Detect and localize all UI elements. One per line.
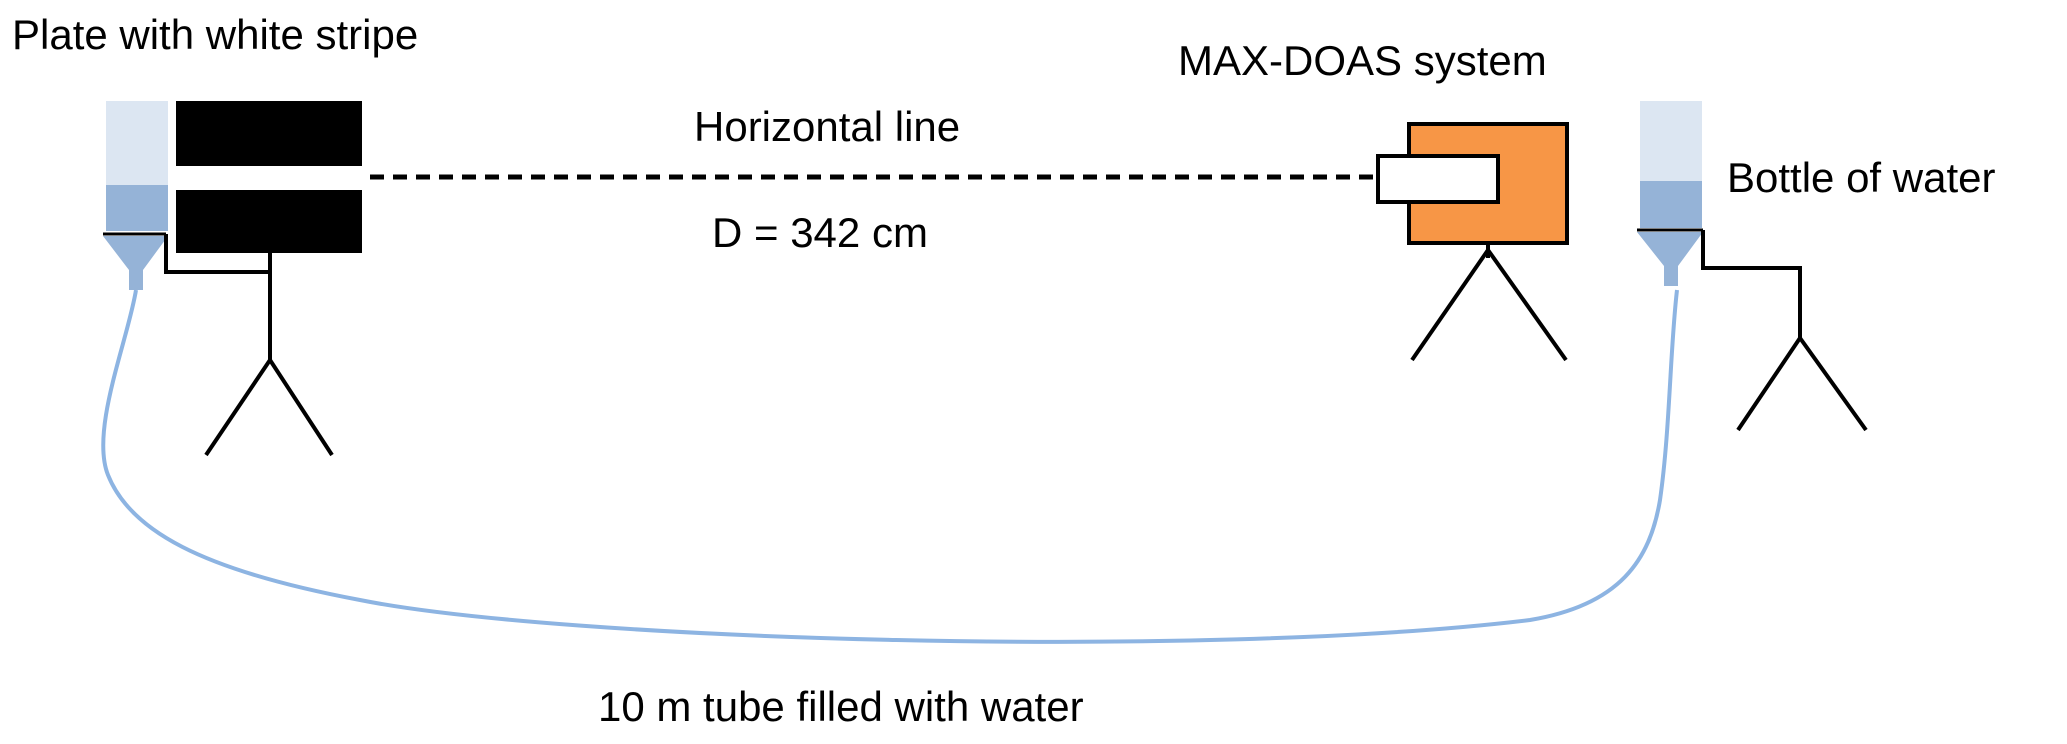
distance-label: D = 342 cm — [712, 209, 928, 256]
left-bottle-funnel — [103, 236, 168, 290]
plate-with-white-stripe — [176, 101, 362, 253]
plate-top-black — [176, 101, 362, 166]
right-bottle-stand — [1701, 230, 1868, 432]
max-doas-label: MAX-DOAS system — [1178, 37, 1547, 84]
plate-label: Plate with white stripe — [12, 11, 419, 58]
right-stand-leg-left — [1736, 336, 1802, 432]
plate-bottom-black — [176, 190, 362, 253]
left-stand-leg-right — [268, 358, 334, 457]
horizontal-line-label: Horizontal line — [694, 103, 961, 150]
max-doas-telescope — [1376, 154, 1500, 204]
max-doas-leg-left — [1410, 248, 1490, 362]
left-plate-stand — [164, 234, 334, 457]
left-bottle-bracket — [164, 234, 270, 274]
right-bottle-water — [1640, 181, 1702, 228]
left-bottle-water — [106, 185, 168, 231]
left-bottle-air — [106, 101, 168, 185]
left-water-bottle — [103, 101, 168, 290]
right-water-bottle — [1637, 101, 1703, 286]
right-bottle-air — [1640, 101, 1702, 181]
left-stand-leg-left — [204, 358, 272, 457]
max-doas-leg-right — [1486, 248, 1568, 362]
right-stand-leg-right — [1798, 336, 1868, 432]
bottle-label: Bottle of water — [1727, 154, 1996, 201]
water-tube — [101, 289, 1679, 644]
right-bottle-bracket — [1701, 230, 1802, 338]
tube-label: 10 m tube filled with water — [598, 683, 1084, 730]
max-doas-instrument — [1376, 122, 1569, 362]
right-bottle-funnel — [1637, 232, 1703, 286]
